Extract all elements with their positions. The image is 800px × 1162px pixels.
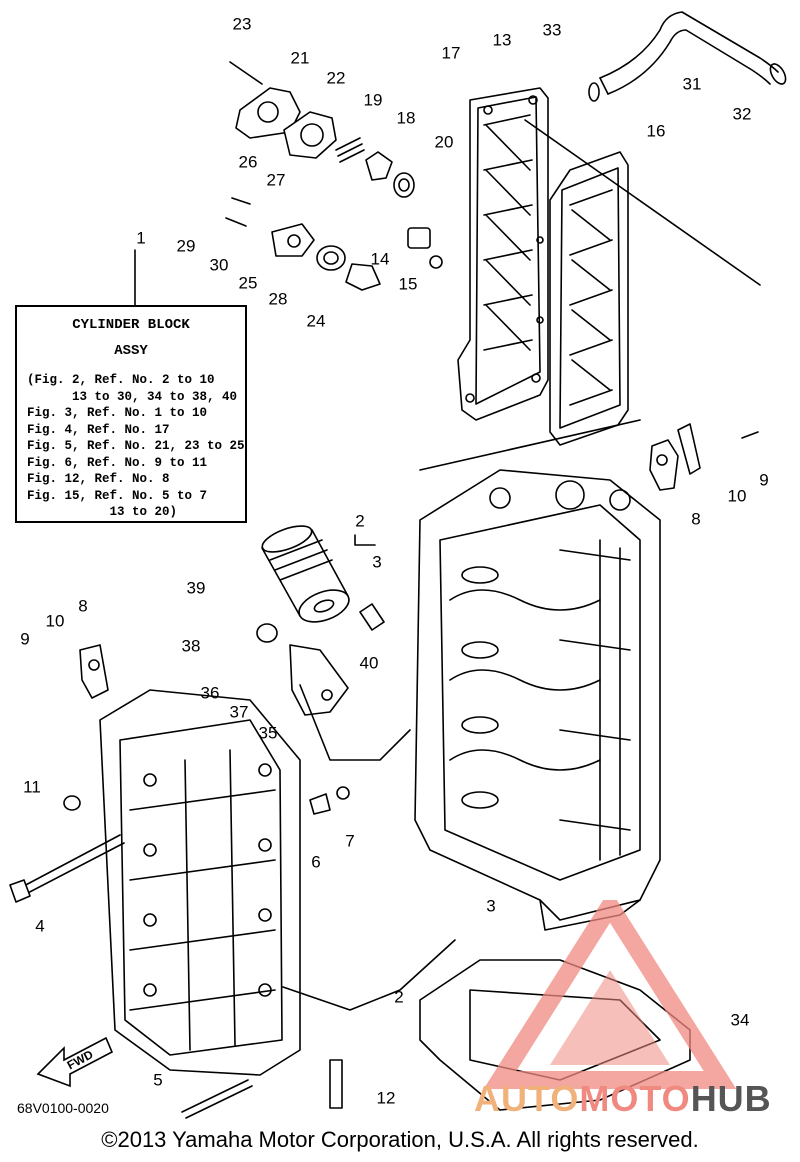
- thermostat-group: [229, 61, 415, 198]
- cylinder-block-lower: [99, 689, 301, 1076]
- legend-line: Fig. 15, Ref. No. 5 to 7: [27, 488, 208, 503]
- callout-number: 25: [238, 273, 258, 293]
- callout-number: 5: [153, 1070, 163, 1090]
- legend-line: 13 to 30, 34 to 38, 40: [27, 389, 238, 404]
- watermark-text-moto: MOTO: [579, 1078, 691, 1119]
- callout-number: 6: [311, 852, 321, 872]
- callout-number: 34: [730, 1010, 750, 1030]
- legend-title: CYLINDER BLOCK: [72, 317, 190, 333]
- callout-number: 26: [238, 152, 258, 172]
- callout-number: 8: [78, 596, 88, 616]
- callout-number: 36: [200, 683, 220, 703]
- callout-number: 40: [359, 653, 379, 673]
- legend-line: 13 to 20): [27, 505, 178, 519]
- callout-number: 20: [434, 132, 454, 152]
- legend-line: Fig. 12, Ref. No. 8: [27, 472, 170, 486]
- part-code: 68V0100-0020: [17, 1100, 109, 1116]
- callout-number: 10: [727, 486, 747, 506]
- callout-number: 28: [268, 289, 288, 309]
- callout-number: 30: [209, 255, 229, 275]
- callout-number: 1: [136, 228, 146, 248]
- callout-number: 27: [266, 170, 286, 190]
- callout-number: 33: [542, 20, 562, 40]
- callout-number: 32: [732, 104, 752, 124]
- callout-number: 21: [290, 48, 310, 68]
- callout-number: 29: [176, 236, 196, 256]
- callout-number: 10: [45, 611, 65, 631]
- callout-number: 12: [376, 1088, 396, 1108]
- callout-number: 38: [181, 636, 201, 656]
- callout-number: 7: [345, 831, 355, 851]
- callout-number: 39: [186, 578, 206, 598]
- hose-31: [588, 11, 787, 102]
- callout-number: 9: [20, 629, 30, 649]
- callout-number: 22: [326, 68, 346, 88]
- callout-number: 15: [398, 274, 418, 294]
- watermark-text-auto: AUTO: [474, 1078, 580, 1119]
- callout-number: 9: [759, 470, 769, 490]
- legend-line: Fig. 6, Ref. No. 9 to 11: [27, 455, 208, 470]
- oil-filter-39: [261, 525, 350, 623]
- watermark-text: AUTOMOTOHUB: [474, 1078, 772, 1120]
- callout-number: 14: [370, 249, 390, 269]
- callout-number: 17: [441, 43, 461, 63]
- anode-group: [225, 197, 443, 291]
- fwd-arrow-icon: FWD: [36, 1036, 114, 1088]
- legend-line: Fig. 3, Ref. No. 1 to 10: [27, 406, 208, 420]
- legend-line: (Fig. 2, Ref. No. 2 to 10: [27, 373, 215, 387]
- legend-box: CYLINDER BLOCK ASSY (Fig. 2, Ref. No. 2 …: [15, 305, 247, 523]
- legend-line: Fig. 4, Ref. No. 17: [27, 422, 170, 437]
- callout-number: 3: [486, 896, 496, 916]
- callout-number: 8: [691, 509, 701, 529]
- cylinder-block-2: [414, 469, 661, 931]
- gasket-16: [549, 151, 629, 446]
- callout-number: 2: [394, 987, 404, 1007]
- callout-number: 23: [232, 14, 252, 34]
- callout-number: 2: [355, 511, 365, 531]
- legend-line: Fig. 5, Ref. No. 21, 23 to 25: [27, 439, 245, 453]
- callout-number: 18: [396, 108, 416, 128]
- callout-number: 19: [363, 90, 383, 110]
- legend-subtitle: ASSY: [114, 343, 148, 359]
- callout-number: 11: [23, 777, 41, 797]
- callout-number: 13: [492, 30, 512, 50]
- watermark-text-hub: HUB: [690, 1078, 772, 1119]
- callout-number: 16: [646, 121, 666, 141]
- callout-number: 4: [35, 916, 45, 936]
- watermark-logo-icon: [483, 900, 737, 1089]
- callout-number: 24: [306, 311, 326, 331]
- callout-number: 37: [229, 702, 249, 722]
- callout-number: 35: [258, 723, 278, 743]
- callout-number: 31: [682, 74, 702, 94]
- callout-number: 3: [372, 552, 382, 572]
- copyright-notice: ©2013 Yamaha Motor Corporation, U.S.A. A…: [101, 1127, 699, 1152]
- exhaust-cover-13: [457, 87, 549, 421]
- legend-lines: (Fig. 2, Ref. No. 2 to 10 13 to 30, 34 t…: [27, 373, 245, 522]
